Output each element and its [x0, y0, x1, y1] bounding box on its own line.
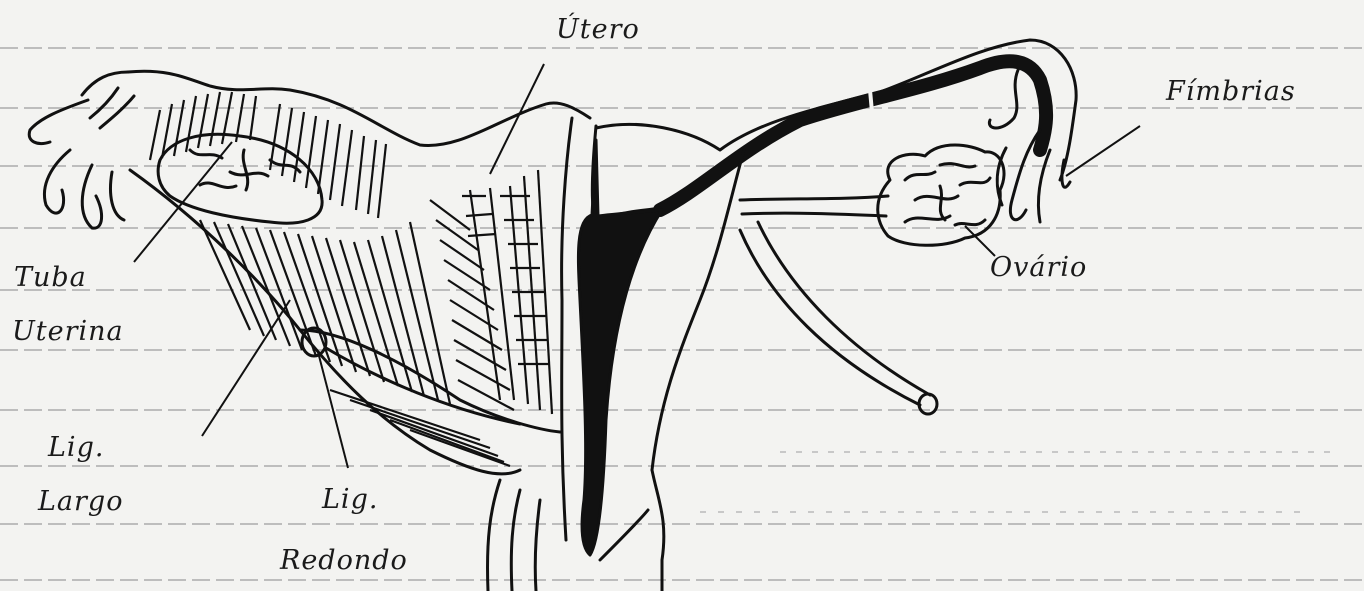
right-round-ligament: [740, 230, 920, 405]
ovary: [878, 145, 1004, 245]
label-fimbrias: Fímbrias: [1166, 76, 1296, 107]
label-lig-largo-line1: Lig.: [48, 432, 104, 463]
ruled-lines: [0, 48, 1364, 580]
broad-ligament-outline: [130, 170, 520, 474]
label-tuba-line2: Uterina: [12, 316, 124, 347]
label-utero: Útero: [556, 14, 640, 45]
ovarian-ligament: [740, 196, 888, 200]
uterus-body: [562, 118, 572, 540]
right-tube-lumen: [660, 61, 1046, 210]
tube-white-mark: [870, 90, 872, 112]
label-lig-redondo-line1: Lig.: [322, 484, 378, 515]
label-tuba-line1: Tuba: [14, 262, 87, 293]
cervix: [652, 470, 664, 591]
show-through-marks: [700, 452, 1330, 512]
left-fimbriae: [29, 72, 134, 228]
label-ovario: Ovário: [990, 252, 1087, 283]
uterine-cavity: [578, 140, 662, 555]
label-lig-largo-line2: Largo: [38, 486, 123, 517]
label-lig-redondo-line2: Redondo: [280, 545, 408, 576]
